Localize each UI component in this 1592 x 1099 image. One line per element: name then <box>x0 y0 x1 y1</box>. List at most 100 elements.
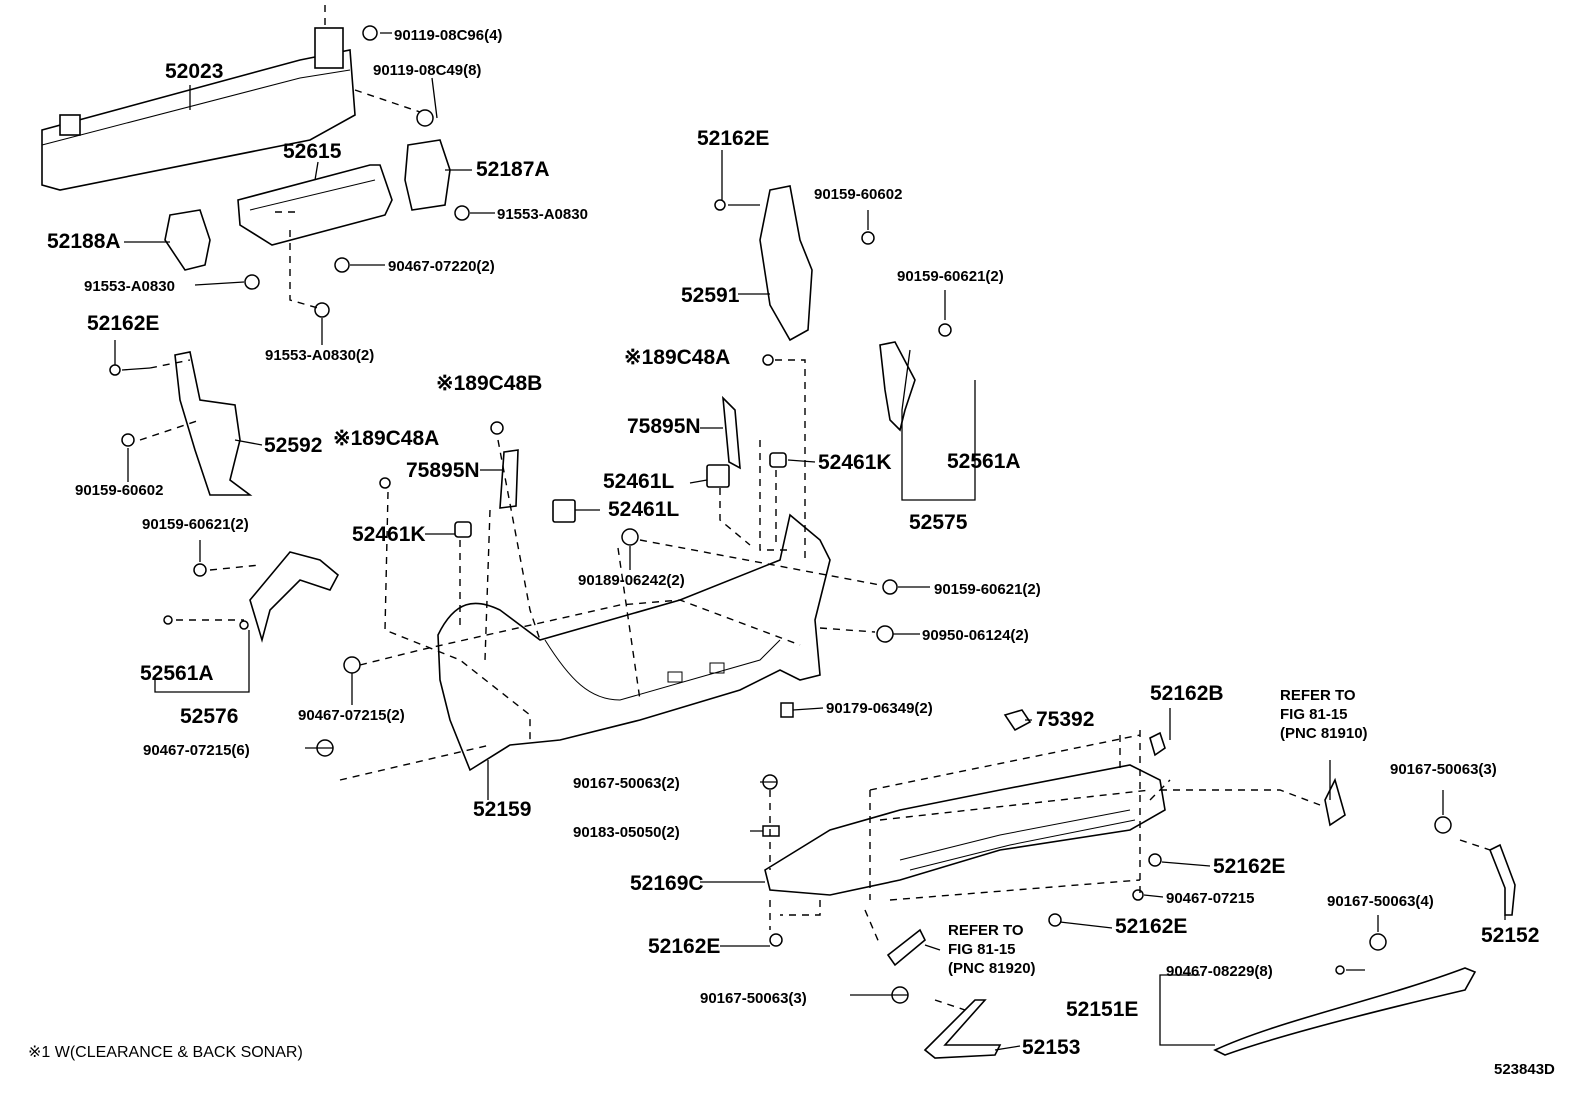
label-52461K[interactable]: 52461K <box>818 451 892 474</box>
label-52591[interactable]: 52591 <box>681 284 740 307</box>
bolt-icon <box>343 656 361 674</box>
moulding-52152[interactable] <box>1488 843 1516 916</box>
label-fastener[interactable]: 90119-08C49(8) <box>373 62 481 79</box>
label-189C48A[interactable]: ※189C48A <box>333 427 439 450</box>
label-52162E[interactable]: 52162E <box>87 312 159 335</box>
label-fastener[interactable]: 90159-60621(2) <box>142 516 249 533</box>
label-52152[interactable]: 52152 <box>1481 924 1539 947</box>
reference-notes: REFER TO FIG 81-15 (PNC 81910) REFER TO … <box>28 687 1555 1078</box>
clip-icon <box>621 528 639 546</box>
clip-icon <box>1148 853 1162 867</box>
label-52153[interactable]: 52153 <box>1022 1036 1080 1059</box>
part-52162B[interactable] <box>1149 731 1166 757</box>
label-75895N[interactable]: 75895N <box>627 415 701 438</box>
label-fastener[interactable]: 90167-50063(3) <box>1390 761 1497 778</box>
label-52561A[interactable]: 52561A <box>140 662 214 685</box>
label-189C48A[interactable]: ※189C48A <box>624 346 730 369</box>
lower-cover-52169C[interactable] <box>764 764 1166 896</box>
label-52162E[interactable]: 52162E <box>1213 855 1285 878</box>
reflector-81910[interactable] <box>1324 777 1346 827</box>
label-52188A[interactable]: 52188A <box>47 230 121 253</box>
part-shapes <box>41 27 1516 1059</box>
label-fastener[interactable]: 91553-A0830 <box>84 278 175 295</box>
retainer-52591[interactable] <box>759 185 813 342</box>
label-52187A[interactable]: 52187A <box>476 158 550 181</box>
label-fastener[interactable]: 90179-06349(2) <box>826 700 933 717</box>
refer-81920-line2[interactable]: FIG 81-15 <box>948 941 1016 958</box>
bolt-icon <box>1369 933 1387 951</box>
label-52151E[interactable]: 52151E <box>1066 998 1138 1021</box>
clip-icon <box>239 620 249 630</box>
label-fastener[interactable]: 90167-50063(3) <box>700 990 807 1007</box>
pad-52461K-left[interactable] <box>454 521 472 538</box>
label-52169C[interactable]: 52169C <box>630 872 704 895</box>
clip-icon <box>714 199 726 211</box>
bolt-icon <box>861 231 875 245</box>
label-fastener[interactable]: 90189-06242(2) <box>578 572 685 589</box>
pad-52461L-right[interactable] <box>706 464 730 488</box>
label-fastener[interactable]: 90167-50063(2) <box>573 775 680 792</box>
pad-52461K-right[interactable] <box>769 452 787 468</box>
label-75392[interactable]: 75392 <box>1036 708 1094 731</box>
bumper-cover-52159[interactable] <box>437 513 831 772</box>
label-fastener[interactable]: 90467-07215 <box>1166 890 1254 907</box>
label-52159[interactable]: 52159 <box>473 798 531 821</box>
label-52615[interactable]: 52615 <box>283 140 342 163</box>
tape-75895N-left[interactable] <box>499 449 519 509</box>
label-52162E[interactable]: 52162E <box>1115 915 1187 938</box>
refer-81910-line2[interactable]: FIG 81-15 <box>1280 706 1348 723</box>
label-52575[interactable]: 52575 <box>909 511 968 534</box>
refer-81910-line3[interactable]: (PNC 81910) <box>1280 725 1368 742</box>
moulding-52153[interactable] <box>923 999 1002 1059</box>
label-fastener[interactable]: 90159-60621(2) <box>934 581 1041 598</box>
label-52461L[interactable]: 52461L <box>608 498 679 521</box>
clip-icon <box>379 477 391 489</box>
moulding-52151E[interactable] <box>1213 967 1477 1056</box>
part-75392[interactable] <box>1003 709 1032 732</box>
plug-icon <box>876 625 894 643</box>
label-52162B[interactable]: 52162B <box>1150 682 1224 705</box>
bolt-icon <box>1132 889 1144 901</box>
label-fastener[interactable]: 90159-60602 <box>75 482 163 499</box>
extension-52187A[interactable] <box>404 139 451 211</box>
label-52592[interactable]: 52592 <box>264 434 322 457</box>
label-fastener[interactable]: 90119-08C96(4) <box>394 27 502 44</box>
reflector-81920[interactable] <box>886 928 926 967</box>
label-fastener[interactable]: 90467-07215(6) <box>143 742 250 759</box>
tape-75895N-right[interactable] <box>721 395 741 470</box>
pad-52461L-left[interactable] <box>552 499 576 523</box>
label-fastener[interactable]: 90467-07220(2) <box>388 258 495 275</box>
label-52162E[interactable]: 52162E <box>697 127 769 150</box>
refer-81920-line3[interactable]: (PNC 81920) <box>948 960 1036 977</box>
clip-icon <box>762 354 774 366</box>
label-52561A[interactable]: 52561A <box>947 450 1021 473</box>
label-fastener[interactable]: 90950-06124(2) <box>922 627 1029 644</box>
bolt-icon <box>454 205 470 221</box>
nut-icon <box>780 702 794 718</box>
label-fastener[interactable]: 90183-05050(2) <box>573 824 680 841</box>
diagram-id: 523843D <box>1494 1061 1555 1078</box>
fastener-labels: 90119-08C96(4) 90119-08C49(8) 91553-A083… <box>75 27 1497 1007</box>
retainer-52592[interactable] <box>174 351 253 496</box>
label-52576[interactable]: 52576 <box>180 705 238 728</box>
label-52023[interactable]: 52023 <box>165 60 223 83</box>
bracket-52576[interactable] <box>249 551 340 643</box>
label-fastener[interactable]: 90167-50063(4) <box>1327 893 1434 910</box>
label-fastener[interactable]: 90467-08229(8) <box>1166 963 1273 980</box>
label-fastener[interactable]: 91553-A0830(2) <box>265 347 374 364</box>
label-fastener[interactable]: 90467-07215(2) <box>298 707 405 724</box>
label-52461K[interactable]: 52461K <box>352 523 426 546</box>
label-75895N[interactable]: 75895N <box>406 459 480 482</box>
label-fastener[interactable]: 90159-60602 <box>814 186 902 203</box>
bumper-reinforcement-52023[interactable] <box>41 49 356 191</box>
label-189C48B[interactable]: ※189C48B <box>436 372 542 395</box>
label-fastener[interactable]: 90159-60621(2) <box>897 268 1004 285</box>
footnote: ※1 W(CLEARANCE & BACK SONAR) <box>28 1044 303 1061</box>
extension-52188A[interactable] <box>164 209 211 271</box>
bolt-icon <box>1434 816 1452 834</box>
refer-81910-line1[interactable]: REFER TO <box>1280 687 1356 704</box>
label-52461L[interactable]: 52461L <box>603 470 674 493</box>
label-fastener[interactable]: 91553-A0830 <box>497 206 588 223</box>
label-52162E[interactable]: 52162E <box>648 935 720 958</box>
refer-81920-line1[interactable]: REFER TO <box>948 922 1024 939</box>
